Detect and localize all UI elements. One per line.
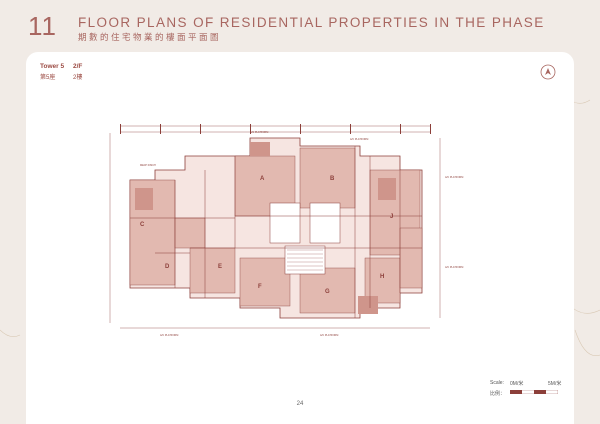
svg-text:D: D xyxy=(165,264,170,270)
svg-text:A/C PLATFORM: A/C PLATFORM xyxy=(250,131,268,134)
svg-text:B: B xyxy=(330,176,335,182)
floor-plan-drawing: C D E F G H A B J MECH DISCH A/C PLATFORM A/C… xyxy=(109,124,463,337)
svg-text:J: J xyxy=(390,214,393,220)
floor-label: 2/F xyxy=(73,63,83,70)
svg-text:G: G xyxy=(325,289,330,295)
tower-label: Tower 5 xyxy=(40,63,65,70)
page-subtitle-zh: 期數的住宅物業的樓面平面圖 xyxy=(78,32,222,42)
scale-end: 5M/米 xyxy=(548,381,562,387)
scale-label: Scale: xyxy=(490,380,504,386)
svg-text:MECH DISCH: MECH DISCH xyxy=(140,164,156,167)
north-arrow-icon xyxy=(540,64,556,80)
svg-text:A/C PLATFORM: A/C PLATFORM xyxy=(445,176,463,179)
svg-text:A/C PLATFORM: A/C PLATFORM xyxy=(320,334,338,337)
svg-text:E: E xyxy=(218,264,222,270)
svg-text:F: F xyxy=(258,284,262,290)
svg-text:A/C PLATFORM: A/C PLATFORM xyxy=(160,334,178,337)
tower-label-zh: 第5座 xyxy=(40,75,56,81)
floor-label-zh: 2樓 xyxy=(73,75,83,81)
svg-text:A/C PLATFORM: A/C PLATFORM xyxy=(445,266,463,269)
page-title: FLOOR PLANS OF RESIDENTIAL PROPERTIES IN… xyxy=(78,15,545,30)
scale-start: 0M/米 xyxy=(510,381,524,387)
page-number: 24 xyxy=(296,401,304,407)
svg-text:H: H xyxy=(380,274,384,280)
svg-text:A: A xyxy=(260,176,265,182)
svg-text:A/C PLATFORM: A/C PLATFORM xyxy=(350,138,368,141)
scale-label-zh: 比例： xyxy=(490,391,506,397)
scale-bar xyxy=(510,390,558,394)
section-number: 11 xyxy=(28,11,57,41)
svg-text:C: C xyxy=(140,222,145,228)
